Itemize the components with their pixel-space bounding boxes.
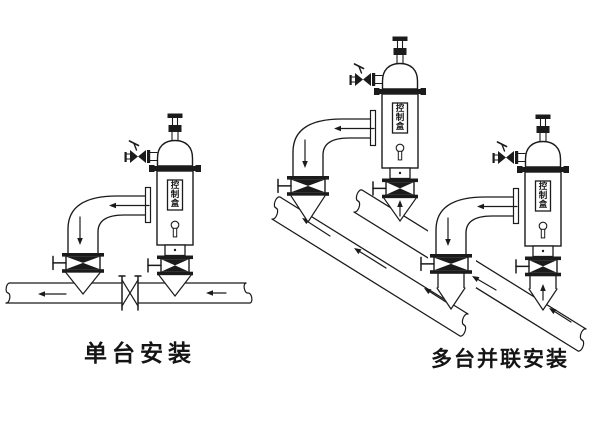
device-label-char: 制: [171, 189, 180, 200]
device-label-char: 控: [396, 103, 405, 114]
device-label-char: 制: [539, 190, 548, 201]
device-label-char: 盒: [538, 199, 548, 210]
device-label-char: 盒: [395, 121, 405, 132]
single-installation-figure: 控制盒: [5, 113, 253, 311]
device-label-char: 控: [171, 180, 180, 191]
device-label-char: 控: [539, 181, 548, 192]
caption-parallel-installation: 多台并联安装: [431, 346, 569, 371]
caption-single-installation: 单台安装: [84, 340, 196, 367]
device-label-char: 制: [396, 112, 405, 123]
device-label-char: 盒: [170, 198, 180, 209]
